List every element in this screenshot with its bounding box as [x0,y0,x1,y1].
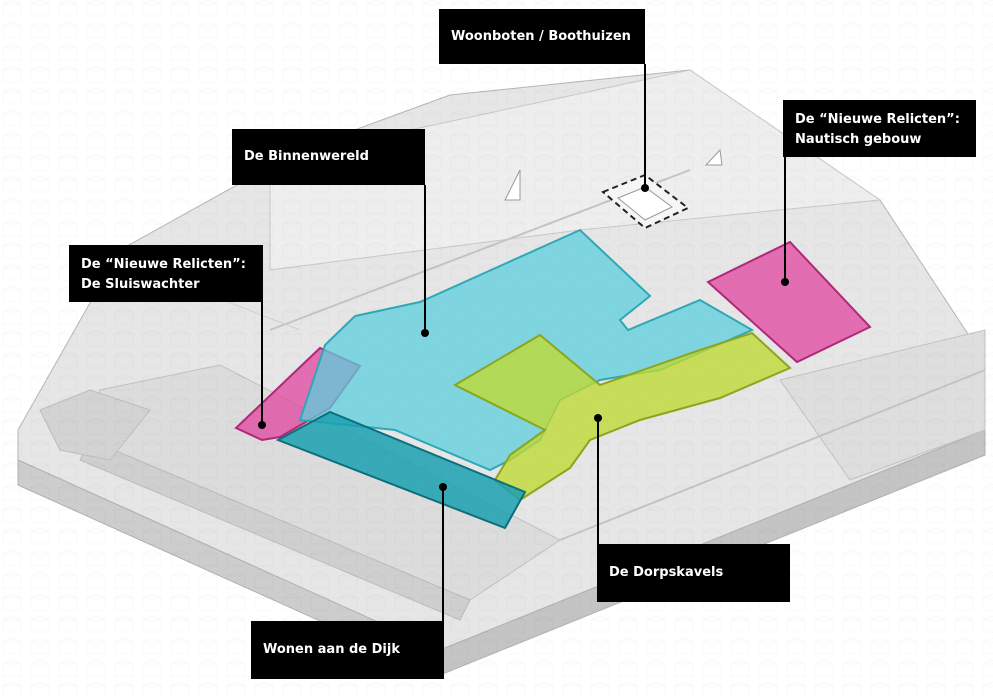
label-dorpskavels: De Dorpskavels [597,544,790,602]
zone-nautisch [706,240,872,364]
boathouse-marker [601,173,690,230]
zone-dorpskavels [452,331,792,502]
sailboat-icon [504,169,521,201]
label-wonen-aan-de-dijk: Wonen aan de Dijk [251,621,444,679]
label-sluiswachter-line2: De Sluiswachter [81,277,200,292]
label-binnenwereld: De Binnenwereld [232,129,425,185]
label-binnenwereld-text: De Binnenwereld [244,149,369,164]
label-nautisch: De “Nieuwe Relicten”: Nautisch gebouw [783,100,976,157]
leader-lines [261,64,786,621]
label-wonen-aan-de-dijk-text: Wonen aan de Dijk [263,642,400,657]
label-woonboten: Woonboten / Boothuizen [439,9,645,64]
label-dorpskavels-text: De Dorpskavels [609,565,724,580]
label-woonboten-text: Woonboten / Boothuizen [451,29,631,44]
sailboat-icon [704,148,723,166]
zone-wonen-aan-de-dijk [275,410,527,530]
label-sluiswachter: De “Nieuwe Relicten”: De Sluiswachter [69,245,262,302]
label-sluiswachter-line1: De “Nieuwe Relicten”: [81,257,246,272]
label-nautisch-line1: De “Nieuwe Relicten”: [795,112,960,127]
leader-dots [258,184,789,491]
label-nautisch-line2: Nautisch gebouw [795,132,922,147]
